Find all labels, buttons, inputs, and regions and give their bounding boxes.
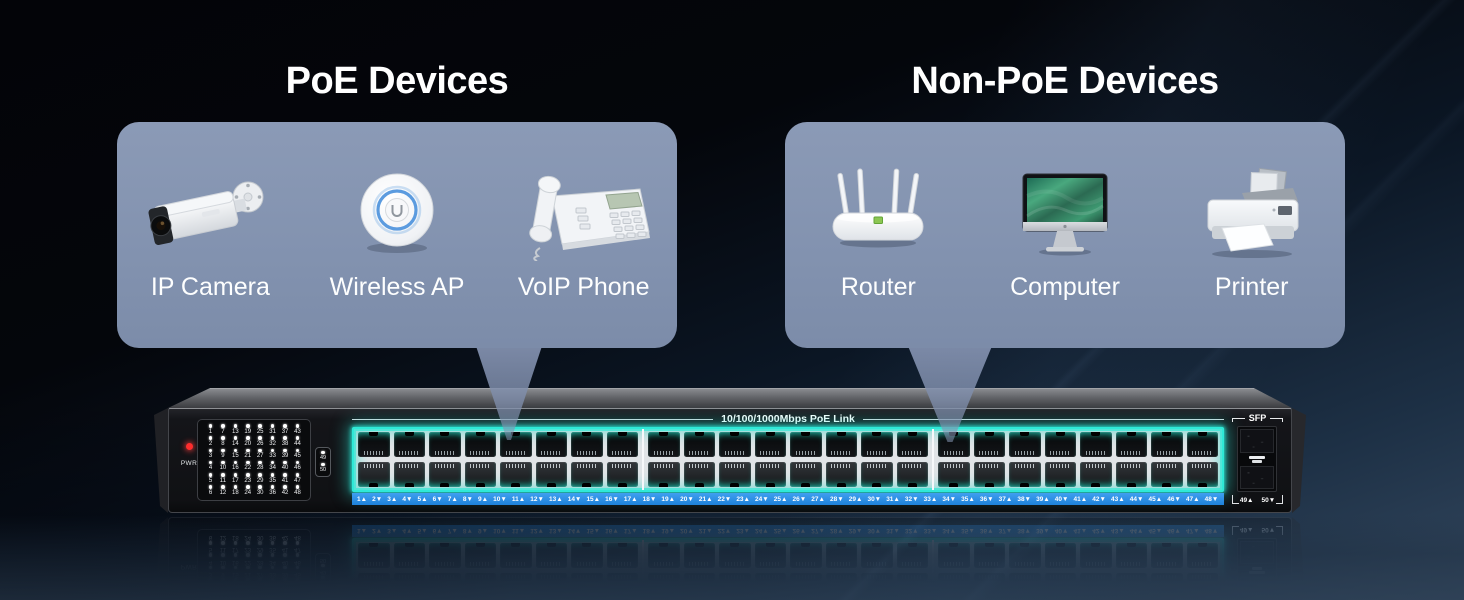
rj45-port [896, 462, 928, 487]
rj45-port [973, 462, 1005, 487]
printer-label: Printer [1214, 273, 1289, 301]
sfp-port-50 [1240, 465, 1274, 489]
rj45-port [719, 462, 751, 487]
non-poe-devices-title: Non-PoE Devices [911, 60, 1219, 102]
sfp-label-49: 49▲ [1239, 497, 1254, 504]
rj45-port [1151, 462, 1183, 487]
sfp-port-labels: 49▲ 50▼ [1232, 495, 1283, 504]
rj45-port [606, 462, 638, 487]
router-icon [823, 162, 933, 264]
rj45-port [571, 462, 603, 487]
rj45-port [535, 462, 567, 487]
wireless-ap-icon [347, 162, 447, 264]
rj45-port [429, 432, 461, 457]
banner-line-right [862, 418, 1224, 420]
sfp-label-50: 50▼ [1261, 497, 1276, 504]
rj45-port [429, 462, 461, 487]
sfp-header: SFP [1232, 413, 1284, 423]
sfp-port-49 [1240, 429, 1274, 453]
banner-text: 10/100/1000Mbps PoE Link [721, 413, 855, 425]
rj45-port [683, 432, 715, 457]
rj45-port [1186, 462, 1218, 487]
device-ip-camera: IP Camera [117, 122, 304, 348]
device-computer: Computer [972, 122, 1159, 348]
sfp-latches [1238, 455, 1276, 464]
router-label: Router [840, 273, 916, 301]
rj45-port [393, 462, 425, 487]
sfp-label: SFP [1248, 413, 1267, 423]
device-voip-phone: VoIP Phone [490, 122, 677, 348]
rj45-port [500, 432, 532, 457]
sfp-line-right [1270, 417, 1284, 422]
rj45-port [754, 462, 786, 487]
computer-label: Computer [1010, 273, 1120, 301]
rj45-port [754, 432, 786, 457]
rj45-port [1115, 432, 1147, 457]
rj45-port [535, 432, 567, 457]
device-wireless-ap: Wireless AP [304, 122, 491, 348]
printer-icon [1192, 162, 1312, 264]
rj45-port-bank [352, 427, 1224, 492]
rj45-port [1044, 462, 1076, 487]
port-bank-banner: 10/100/1000Mbps PoE Link [352, 413, 1224, 425]
rj45-port [358, 432, 390, 457]
poe-devices-title: PoE Devices [285, 60, 509, 102]
rj45-port [790, 432, 822, 457]
rj45-port [1080, 432, 1112, 457]
rj45-port [1009, 462, 1041, 487]
rj45-port [719, 432, 751, 457]
power-led [185, 443, 193, 450]
switch-chassis [154, 388, 1306, 513]
device-router: Router [785, 122, 972, 348]
rj45-port [938, 462, 970, 487]
non-poe-devices-panel: Router [785, 122, 1345, 348]
rj45-port [393, 432, 425, 457]
rj45-port [464, 432, 496, 457]
voip-phone-icon [514, 162, 654, 264]
voip-phone-label: VoIP Phone [517, 273, 650, 301]
rj45-port [1151, 432, 1183, 457]
sfp-line-left [1232, 417, 1245, 422]
rj45-port [973, 432, 1005, 457]
rj45-port [648, 432, 680, 457]
rj45-port [464, 462, 496, 487]
wireless-ap-label: Wireless AP [329, 273, 465, 301]
rj45-port [1115, 462, 1147, 487]
port-number-strip: 1▲2▼3▲4▼5▲6▼7▲8▼9▲10▼11▲12▼13▲14▼15▲16▼1… [352, 493, 1224, 505]
power-label: PWR [180, 460, 198, 467]
rj45-port [790, 462, 822, 487]
rj45-port [500, 462, 532, 487]
rj45-port [1009, 432, 1041, 457]
rj45-port [861, 432, 893, 457]
rj45-port [648, 462, 680, 487]
rj45-port [825, 432, 857, 457]
rj45-port [896, 432, 928, 457]
power-indicator: PWR [177, 443, 201, 470]
rj45-port [571, 432, 603, 457]
rj45-port [683, 462, 715, 487]
banner-line-left [352, 418, 714, 420]
rj45-port [1044, 432, 1076, 457]
ip-camera-label: IP Camera [150, 273, 270, 301]
rj45-port [1186, 432, 1218, 457]
rj45-port [606, 432, 638, 457]
rj45-port [861, 462, 893, 487]
rj45-port [825, 462, 857, 487]
device-printer: Printer [1158, 122, 1345, 348]
sfp-block: SFP 49▲ 50▼ [1230, 409, 1285, 514]
rj45-port [358, 462, 390, 487]
ip-camera-icon [144, 162, 276, 264]
computer-icon [1010, 162, 1120, 264]
poe-devices-panel: IP Camera Wireless AP [117, 122, 677, 348]
rj45-port [1080, 462, 1112, 487]
sfp-cages [1237, 426, 1277, 492]
